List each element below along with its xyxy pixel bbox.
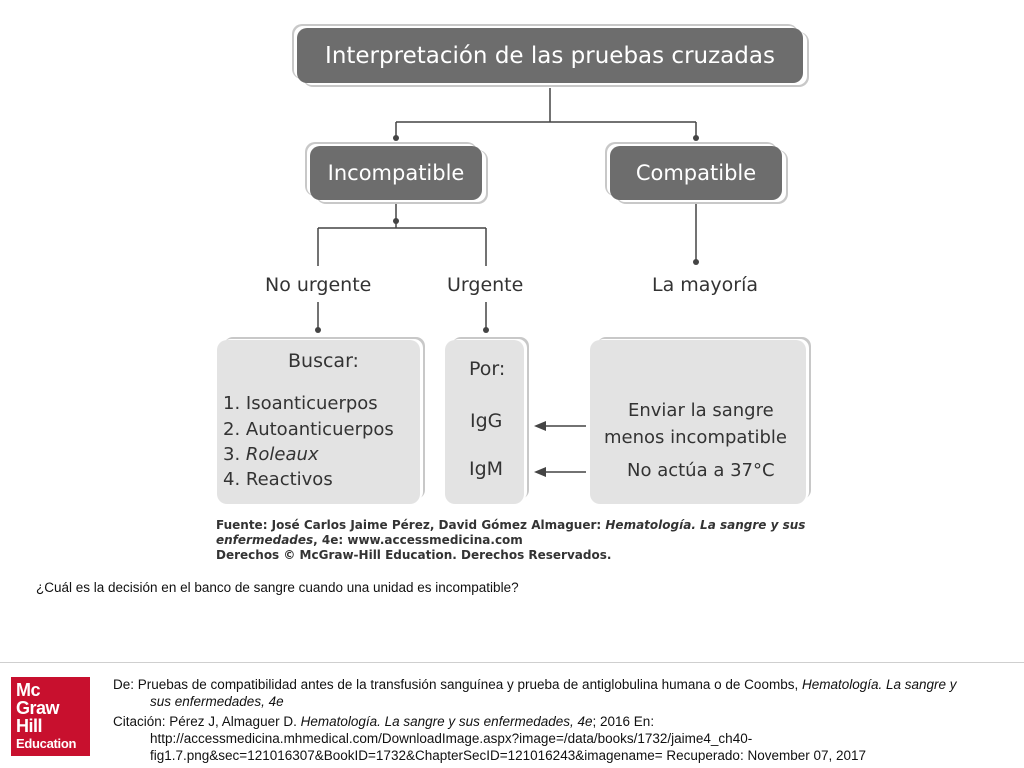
buscar-item-1: 1. Isoanticuerpos	[223, 393, 378, 414]
logo-line-3: Hill	[16, 716, 43, 736]
source-line-2: enfermedades, 4e: www.accessmedicina.com	[216, 533, 523, 547]
enviar-line-1: Enviar la sangre	[628, 400, 774, 421]
por-item-igg: IgG	[470, 410, 503, 432]
reference-citation: Citación: Pérez J, Almaguer D. Hematolog…	[113, 713, 1008, 764]
reference-cit-url-end: fig1.7.png&sec=121016307&BookID=1732&Cha…	[150, 748, 867, 763]
source-authors: Fuente: José Carlos Jaime Pérez, David G…	[216, 518, 606, 532]
question-text: ¿Cuál es la decisión en el banco de sang…	[36, 580, 519, 595]
urgente-label: Urgente	[447, 274, 524, 296]
diagram-title: Interpretación de las pruebas cruzadas	[325, 42, 775, 69]
compatible-label: Compatible	[635, 161, 757, 185]
reference-cit-text: Citación: Pérez J, Almaguer D.	[113, 714, 301, 729]
buscar-item-3: 3. Roleaux	[223, 444, 319, 465]
buscar-item-3-number: 3.	[223, 444, 246, 465]
reference-de-book-end: sus enfermedades, 4e	[150, 694, 284, 709]
reference-de: De: Pruebas de compatibilidad antes de l…	[113, 676, 1008, 710]
buscar-item-2: 2. Autoanticuerpos	[223, 419, 394, 440]
source-book-title: Hematología. La sangre y sus	[605, 518, 806, 532]
logo-line-1: Mc	[16, 680, 41, 700]
connector-lines	[315, 88, 699, 477]
logo-line-2: Graw	[16, 698, 60, 718]
buscar-box: Buscar: 1. Isoanticuerpos 2. Autoanticue…	[217, 340, 420, 504]
logo-line-4: Education	[16, 736, 77, 751]
reference-cit-suffix: ; 2016 En:	[592, 714, 655, 729]
source-website: , 4e: www.accessmedicina.com	[313, 533, 523, 547]
incompatible-label: Incompatible	[327, 161, 465, 185]
footer-divider	[0, 662, 1024, 663]
buscar-title: Buscar:	[288, 350, 359, 372]
reference-cit-url: http://accessmedicina.mhmedical.com/Down…	[150, 731, 753, 746]
enviar-box: Enviar la sangre menos incompatible No a…	[590, 340, 806, 504]
compatible-pill: Compatible	[610, 146, 782, 200]
por-title: Por:	[469, 358, 506, 380]
reference-de-text: De: Pruebas de compatibilidad antes de l…	[113, 677, 802, 692]
buscar-item-3-term: Roleaux	[245, 444, 319, 465]
por-box: Por: IgG IgM	[445, 340, 524, 504]
source-book-title-end: enfermedades	[216, 533, 314, 547]
enviar-line-2: menos incompatible	[604, 427, 787, 448]
la-mayoria-label: La mayoría	[652, 274, 759, 296]
buscar-item-4: 4. Reactivos	[223, 469, 333, 490]
mcgraw-hill-logo: Mc Graw Hill Education	[11, 677, 90, 756]
incompatible-pill: Incompatible	[310, 146, 482, 200]
no-urgente-label: No urgente	[265, 274, 372, 296]
por-item-igm: IgM	[469, 458, 504, 480]
enviar-line-3: No actúa a 37°C	[627, 460, 775, 481]
title-pill: Interpretación de las pruebas cruzadas	[297, 28, 803, 83]
reference-cit-book: Hematología. La sangre y sus enfermedade…	[300, 714, 593, 729]
source-line-1: Fuente: José Carlos Jaime Pérez, David G…	[216, 518, 805, 532]
diagram-figure: Interpretación de las pruebas cruzadas I…	[216, 28, 806, 562]
source-line-3: Derechos © McGraw-Hill Education. Derech…	[216, 548, 612, 562]
reference-de-book: Hematología. La sangre y	[801, 677, 957, 692]
